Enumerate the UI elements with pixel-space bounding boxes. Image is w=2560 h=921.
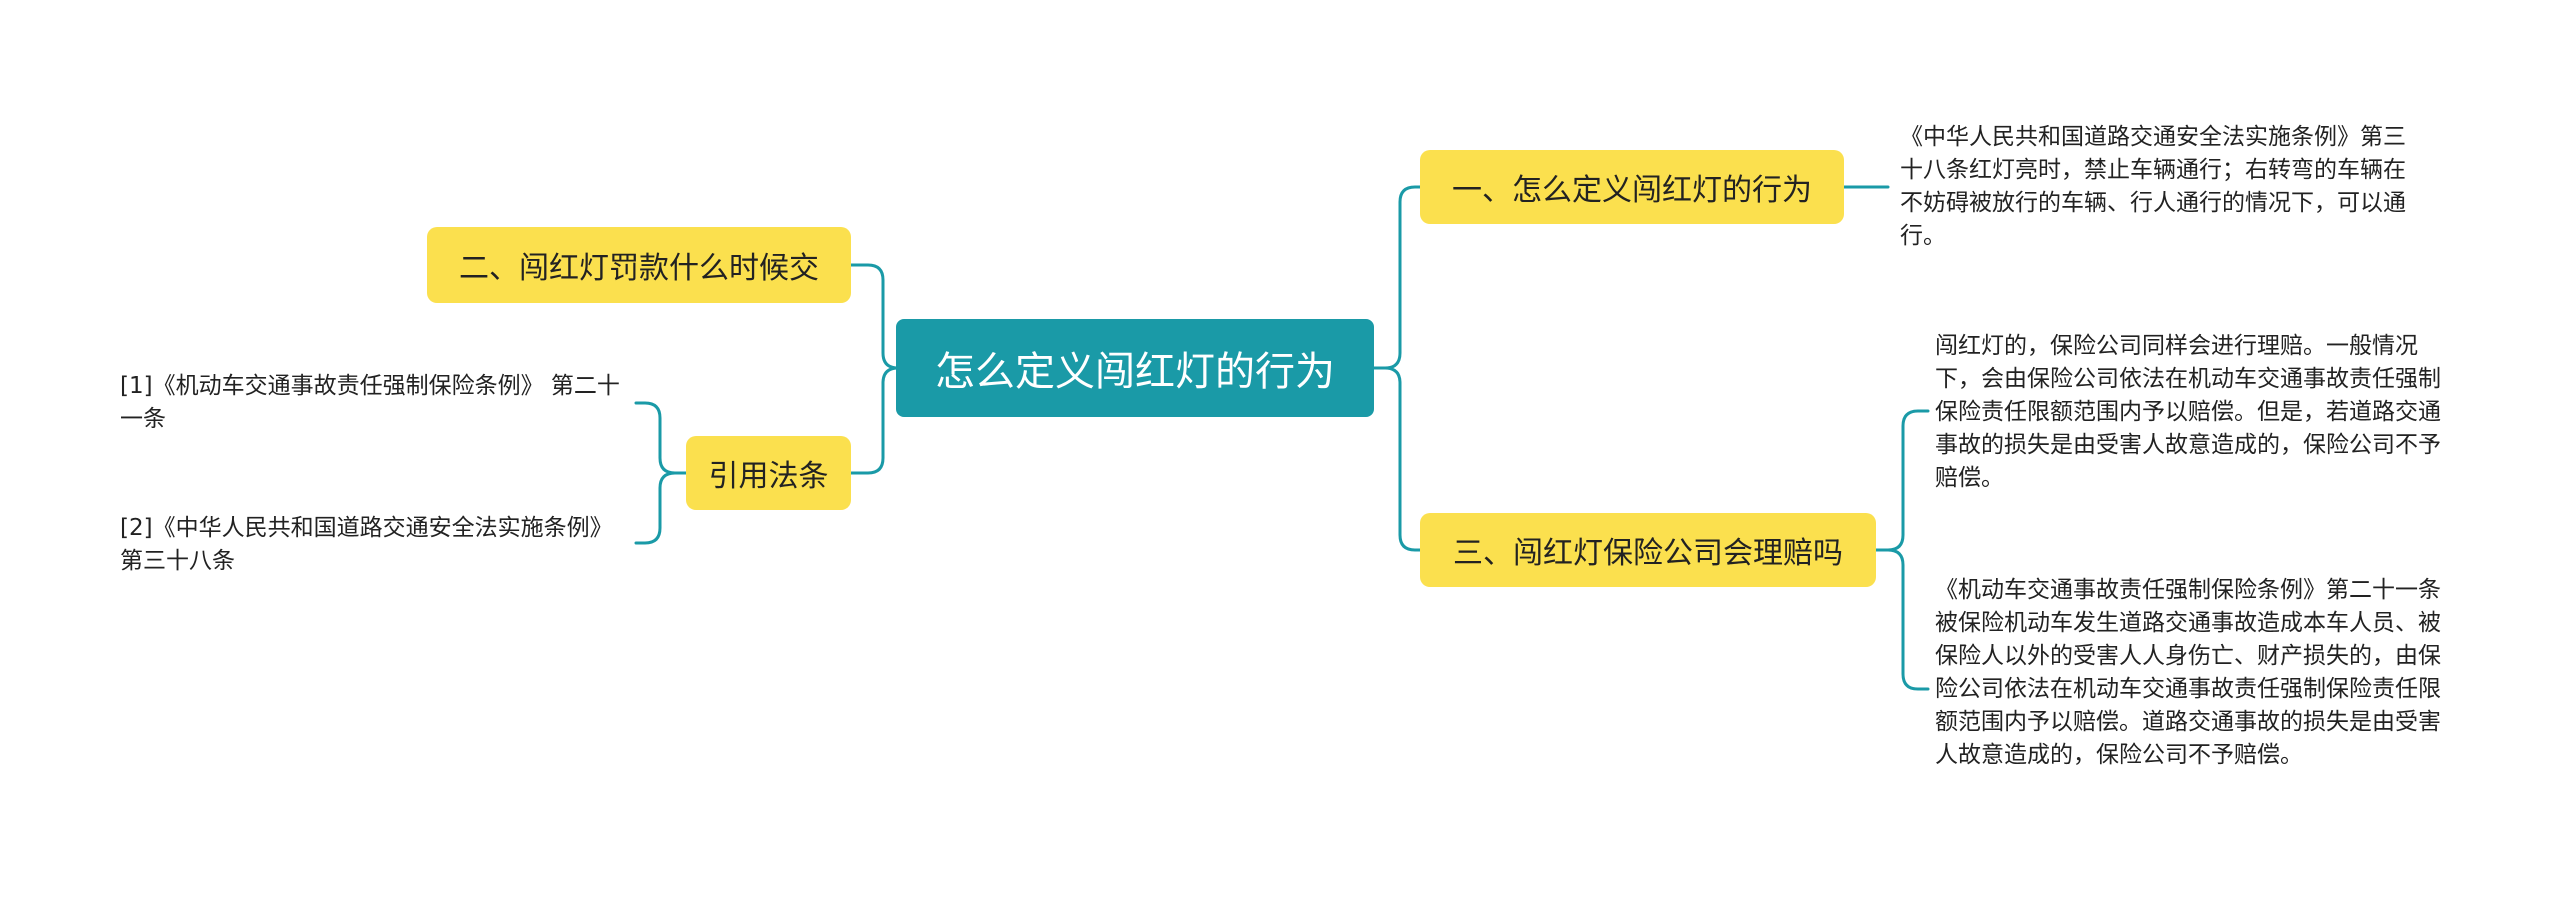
root-label: 怎么定义闯红灯的行为	[935, 349, 1335, 395]
branch-label: 引用法条	[708, 459, 829, 494]
connector-quote-leaf-1	[634, 401, 688, 475]
connector-branch3-leaf-1	[1874, 409, 1930, 552]
leaf-text-right-2: 闯红灯的，保险公司同样会进行理赔。一般情况下，会由保险公司依法在机动车交通事故责…	[1935, 333, 2441, 491]
branch-label: 二、闯红灯罚款什么时候交	[459, 251, 819, 286]
connector-root-right-3	[1383, 366, 1430, 552]
root-node[interactable]: 怎么定义闯红灯的行为	[896, 319, 1374, 417]
leaf-text-right-3: 《机动车交通事故责任强制保险条例》第二十一条被保险机动车发生道路交通事故造成本车…	[1935, 577, 2441, 768]
connector-quote-leaf-2	[634, 471, 677, 545]
branch-label: 一、怎么定义闯红灯的行为	[1452, 173, 1812, 208]
connector-branch3-leaf-2	[1886, 548, 1930, 691]
leaf-text-left-2: [2]《中华人民共和国道路交通安全法实施条例》 第三十八条	[120, 515, 613, 574]
branch-node-left-2[interactable]: 引用法条	[686, 436, 851, 510]
connector-root-left-quote	[849, 366, 900, 475]
connector-root-right-1	[1370, 185, 1430, 370]
branch-node-right-2[interactable]: 三、闯红灯保险公司会理赔吗	[1420, 513, 1876, 587]
leaf-text-left-1: [1]《机动车交通事故责任强制保险条例》 第二十一条	[120, 373, 620, 432]
branch-label: 三、闯红灯保险公司会理赔吗	[1453, 536, 1843, 571]
branch-node-right-1[interactable]: 一、怎么定义闯红灯的行为	[1420, 150, 1844, 224]
connector-root-left-2	[849, 263, 914, 370]
branch-node-left-1[interactable]: 二、闯红灯罚款什么时候交	[427, 227, 851, 303]
leaf-text-right-1: 《中华人民共和国道路交通安全法实施条例》第三十八条红灯亮时，禁止车辆通行；右转弯…	[1900, 124, 2406, 249]
